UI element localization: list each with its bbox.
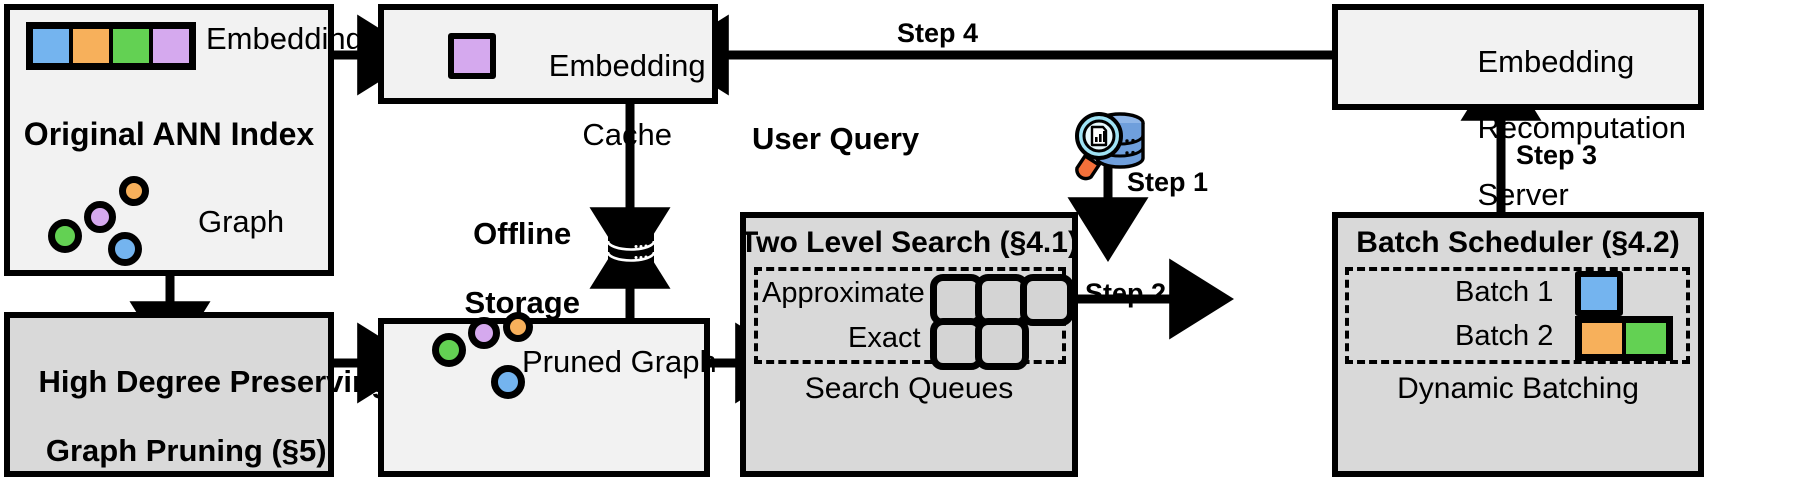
batch-1-label: Batch 1 [1455,276,1554,308]
embedding-cell-orange [73,29,113,63]
offline-storage-line1: Offline [473,215,572,251]
batch-scheduler-title: Batch Scheduler (§4.2) [1356,226,1680,259]
embedding-cell-green [113,29,153,63]
two-level-search-title: Two Level Search (§4.1) [740,226,1078,259]
embedding-cache-swatch [448,33,496,79]
recomputation-server-line1: Embedding [1477,44,1635,80]
dynamic-batching-dashed-region [1345,267,1690,364]
pruned-node-green [432,333,466,367]
graph-pruning-line2: Graph Pruning (§5) [45,433,327,469]
embedding-cache-box[interactable] [378,4,718,104]
recomputation-server-box[interactable] [1332,4,1704,110]
batch-2-label: Batch 2 [1455,320,1554,352]
recomputation-server-label: Embedding Recomputation Server [1443,12,1686,244]
search-queues-footer: Search Queues [804,372,1014,405]
recomputation-server-line2: Recomputation [1477,110,1686,146]
pruned-node-orange [503,312,533,342]
embedding-cache-label: Embedding Cache [510,14,710,188]
pruned-node-blue [491,365,525,399]
approximate-chip-3 [1020,274,1074,326]
exact-label: Exact [848,322,921,354]
recomputation-server-line3: Server [1477,176,1569,212]
pruned-graph-box[interactable] [378,318,710,477]
pruned-graph-label: Pruned Graph [522,344,717,379]
graph-node-orange [119,176,149,206]
pruned-node-purple [468,317,500,349]
embedding-label: Embedding [206,21,363,56]
step-2-label: Step 2 [1085,278,1167,308]
graph-node-green [48,219,82,253]
exact-chip-2 [975,318,1029,370]
embedding-cache-line2: Cache [582,117,673,153]
user-query-label: User Query [752,121,920,156]
embedding-vector-strip [26,22,196,70]
graph-pruning-line1: High Degree Preserving [38,363,390,399]
graph-pruning-box[interactable] [4,312,334,477]
graph-label: Graph [198,204,285,239]
batch-2-swatch-green [1626,323,1666,354]
graph-node-purple [84,201,116,233]
graph-pruning-label: High Degree Preserving Graph Pruning (§5… [4,330,389,481]
embedding-cell-purple [153,29,189,63]
embedding-cache-line1: Embedding [548,47,706,83]
graph-node-blue [108,232,142,266]
database-icon [606,223,656,272]
approximate-label: Approximate [762,277,925,309]
batch-2-swatches [1575,316,1673,361]
batch-2-swatch-orange [1582,323,1626,354]
step-3-label: Step 3 [1516,140,1598,170]
step-1-label: Step 1 [1127,167,1209,197]
embedding-cell-blue [33,29,73,63]
batch-1-swatch-blue [1575,271,1623,316]
step-4-label: Step 4 [897,18,979,48]
dynamic-batching-footer: Dynamic Batching [1397,372,1639,405]
original-ann-index-title: Original ANN Index [23,116,315,152]
